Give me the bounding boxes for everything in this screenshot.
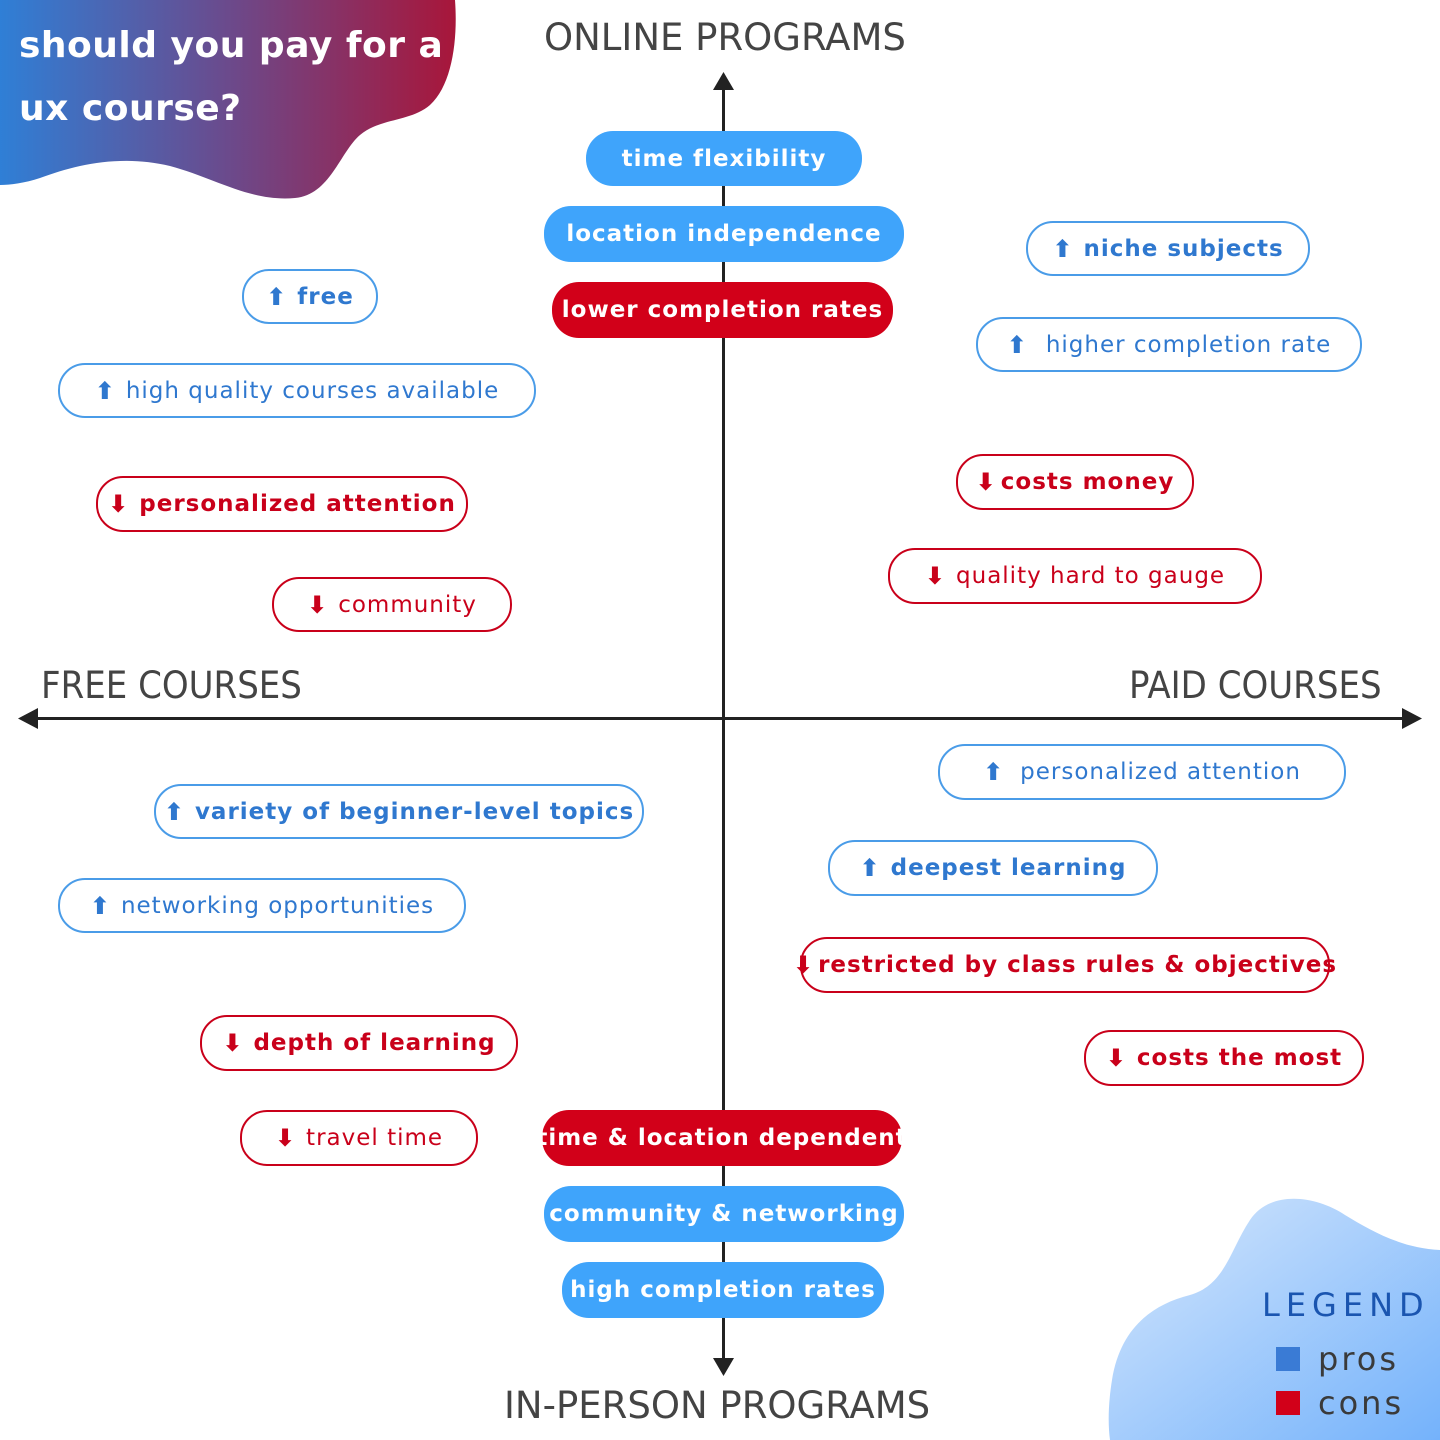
vertical-axis (722, 86, 725, 1362)
legend-item-pros: pros (1276, 1340, 1399, 1378)
pro-pill-networking-opportunities: ⬆ networking opportunities (58, 878, 466, 933)
cons-swatch-icon (1276, 1391, 1300, 1415)
legend-label: pros (1318, 1340, 1400, 1378)
legend-item-cons: cons (1276, 1384, 1404, 1422)
axis-label-online: ONLINE PROGRAMS (544, 16, 906, 59)
title-blob (0, 0, 456, 199)
down-arrow-icon: ⬇ (307, 590, 329, 619)
legend-title: LEGEND (1262, 1286, 1430, 1324)
center-pill-time-location-dependent: time & location dependent (536, 1110, 907, 1166)
pill-label: time flexibility (621, 145, 827, 172)
arrow-up-icon (713, 72, 734, 90)
down-arrow-icon: ⬇ (222, 1029, 244, 1057)
up-arrow-icon: ⬆ (89, 891, 111, 920)
con-pill-costs-the-most: ⬇ costs the most (1084, 1030, 1364, 1086)
pro-pill-personalized-attention: ⬆ personalized attention (938, 744, 1346, 800)
title-line-1: should you pay for a (19, 25, 444, 66)
pill-label: time & location dependent (536, 1125, 908, 1151)
down-arrow-icon: ⬇ (792, 951, 815, 979)
axis-label-in-person: IN-PERSON PROGRAMS (504, 1384, 931, 1427)
pro-pill-high-quality-courses: ⬆ high quality courses available (58, 363, 536, 418)
pro-pill-higher-completion-rate: ⬆ higher completion rate (976, 317, 1362, 372)
down-arrow-icon: ⬇ (975, 468, 997, 496)
con-pill-depth-of-learning: ⬇ depth of learning (200, 1015, 518, 1071)
arrow-left-icon (18, 708, 38, 729)
pill-label: high quality courses available (125, 377, 500, 404)
pill-label: variety of beginner-level topics (194, 798, 635, 825)
down-arrow-icon: ⬇ (924, 562, 947, 590)
pill-label: personalized attention (139, 491, 456, 517)
pill-label: high completion rates (570, 1277, 876, 1303)
down-arrow-icon: ⬇ (108, 490, 130, 518)
up-arrow-icon: ⬆ (1052, 234, 1074, 263)
pill-label: costs money (1000, 469, 1175, 495)
arrow-right-icon (1402, 708, 1422, 729)
pill-label: community & networking (549, 1201, 899, 1227)
pill-label: restricted by class rules & objectives (818, 952, 1338, 978)
arrow-down-icon (713, 1358, 734, 1376)
center-pill-location-independence: location independence (544, 206, 904, 262)
axis-label-free: FREE COURSES (41, 664, 302, 707)
center-pill-high-completion-rates: high completion rates (562, 1262, 884, 1318)
pill-label: travel time (306, 1125, 444, 1151)
con-pill-travel-time: ⬇ travel time (240, 1110, 478, 1166)
pill-label: quality hard to gauge (956, 563, 1226, 589)
title-line-2: ux course? (19, 88, 242, 129)
down-arrow-icon: ⬇ (1105, 1044, 1127, 1072)
page-title: should you pay for a ux course? (19, 14, 443, 140)
horizontal-axis (30, 717, 1410, 720)
up-arrow-icon: ⬆ (859, 854, 881, 882)
con-pill-community: ⬇ community (272, 577, 512, 632)
con-pill-restricted-by-class-rules: ⬇ restricted by class rules & objectives (793, 937, 1336, 993)
pill-label: location independence (566, 221, 882, 247)
up-arrow-icon: ⬆ (1006, 330, 1028, 359)
pill-label: networking opportunities (120, 892, 435, 919)
pro-pill-niche-subjects: ⬆ niche subjects (1026, 221, 1310, 276)
pro-pill-free: ⬆ free (242, 269, 378, 324)
pro-pill-variety-beginner-topics: ⬆ variety of beginner-level topics (154, 784, 644, 839)
con-pill-costs-money: ⬇ costs money (956, 454, 1194, 510)
up-arrow-icon: ⬆ (983, 758, 1005, 786)
pill-label: community (338, 591, 477, 618)
legend-blob (1108, 1198, 1440, 1440)
pill-label: costs the most (1136, 1045, 1343, 1071)
pros-swatch-icon (1276, 1347, 1300, 1371)
pill-label: free (297, 283, 354, 310)
up-arrow-icon: ⬆ (266, 282, 288, 311)
con-pill-personalized-attention: ⬇ personalized attention (96, 476, 468, 532)
pill-label: personalized attention (1020, 759, 1301, 785)
con-pill-quality-hard-to-gauge: ⬇ quality hard to gauge (888, 548, 1262, 604)
pro-pill-deepest-learning: ⬆ deepest learning (828, 840, 1158, 896)
pill-label: niche subjects (1083, 235, 1284, 262)
pill-label: depth of learning (253, 1030, 496, 1056)
pill-label: lower completion rates (561, 297, 884, 323)
axis-label-paid: PAID COURSES (1129, 664, 1382, 707)
down-arrow-icon: ⬇ (274, 1124, 297, 1152)
up-arrow-icon: ⬆ (94, 376, 116, 405)
center-pill-time-flexibility: time flexibility (586, 131, 862, 186)
center-pill-community-networking: community & networking (544, 1186, 904, 1242)
pill-label: deepest learning (890, 855, 1127, 881)
center-pill-lower-completion-rates: lower completion rates (552, 282, 893, 338)
legend-label: cons (1318, 1384, 1405, 1422)
pill-label: higher completion rate (1045, 331, 1332, 358)
up-arrow-icon: ⬆ (163, 797, 185, 826)
